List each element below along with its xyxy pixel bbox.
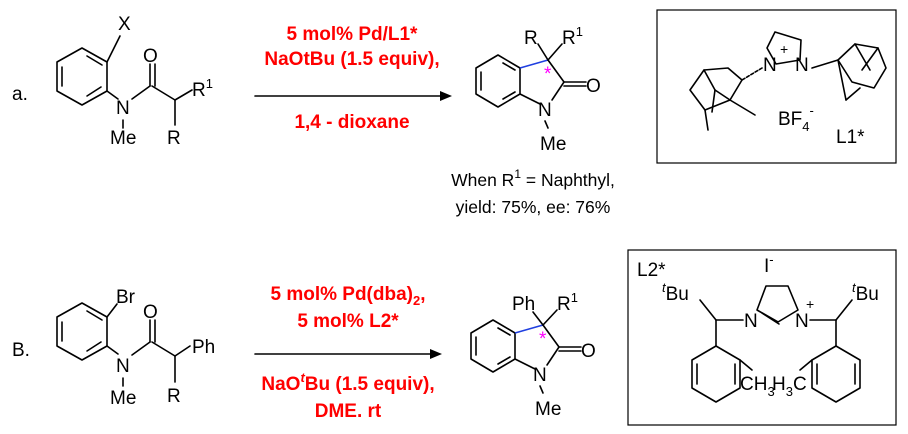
ligand-l1-anion: BF4- — [778, 103, 814, 134]
scheme-b-condition-4: DME. rt — [315, 401, 382, 422]
scheme-b-reactant: Br N Me O Ph R — [56, 287, 215, 409]
reactant-b-o: O — [143, 302, 158, 323]
scheme-a-condition-2: NaOtBu (1.5 equiv), — [264, 49, 439, 70]
scheme-a-arrow — [254, 91, 452, 101]
product-b-me: Me — [535, 399, 561, 420]
product-a-r: R — [524, 28, 538, 49]
reactant-a-me: Me — [110, 128, 136, 149]
scheme-a: a. X N Me O R1 R 5 mol% — [12, 9, 897, 217]
product-a-me: Me — [540, 134, 566, 155]
reactant-a-x: X — [118, 14, 131, 35]
product-a-stereocenter: * — [544, 64, 552, 85]
scheme-b-product: O N Me Ph R1 * — [470, 290, 596, 420]
scheme-a-note-1: When R1 = Naphthyl, — [451, 167, 615, 190]
ligand-l2-tbu-right: tBu — [852, 280, 879, 305]
scheme-b: B. Br N Me O Ph R 5 mol — [12, 249, 897, 426]
ligand-l1-n-right: N — [795, 55, 809, 76]
scheme-a-note-2: yield: 75%, ee: 76% — [456, 197, 611, 217]
reactant-b-r: R — [167, 386, 181, 407]
reactant-a-r1: R1 — [192, 76, 213, 101]
scheme-b-label: B. — [12, 340, 30, 361]
scheme-b-condition-3: NaOtBu (1.5 equiv), — [261, 370, 434, 395]
scheme-b-condition-1: 5 mol% Pd(dba)2, — [270, 284, 425, 308]
ligand-l2-ch3-right: H3C — [772, 374, 807, 399]
reactant-a-o: O — [143, 46, 158, 67]
scheme-a-condition-1: 5 mol% Pd/L1* — [287, 24, 419, 45]
reactant-b-br: Br — [116, 287, 136, 308]
ligand-l2-n-right: N — [795, 311, 809, 332]
product-a-r1: R1 — [562, 24, 583, 49]
reactant-b-ph: Ph — [192, 337, 215, 358]
scheme-a-reactant: X N Me O R1 R — [56, 14, 213, 149]
scheme-b-condition-2: 5 mol% L2* — [297, 311, 399, 332]
product-a-n: N — [538, 100, 552, 121]
scheme-a-label: a. — [12, 84, 28, 105]
ligand-l1-n-left: N — [763, 55, 777, 76]
ligand-l2-name: L2* — [637, 260, 666, 281]
reactant-a-n: N — [116, 98, 130, 119]
ligand-l1-plus: + — [780, 41, 788, 57]
reactant-b-n: N — [116, 356, 130, 377]
reactant-a-r: R — [167, 128, 181, 149]
product-b-stereocenter: * — [539, 329, 547, 350]
product-a-o: O — [586, 76, 601, 97]
ligand-l2-anion: I- — [764, 252, 774, 277]
reactant-b-me: Me — [110, 388, 136, 409]
ligand-l1-name: L1* — [836, 127, 865, 148]
scheme-a-condition-3: 1,4 - dioxane — [294, 112, 409, 133]
ligand-l2-ch3-left: CH3 — [740, 374, 775, 399]
ligand-l2-tbu-left: tBu — [662, 280, 689, 305]
ligand-l2-n-left: N — [744, 311, 758, 332]
scheme-b-arrow — [254, 349, 442, 359]
ligand-l1-box: N N + BF4- L1* — [656, 9, 897, 164]
ligand-l2-plus: + — [806, 296, 814, 312]
product-b-ph: Ph — [512, 294, 535, 315]
product-b-r1: R1 — [557, 290, 578, 315]
product-b-n: N — [533, 365, 547, 386]
product-b-o: O — [581, 341, 596, 362]
ligand-l2-box: L2* I- N N + tBu CH3 tBu — [627, 249, 897, 426]
scheme-a-product: O N Me R R1 * — [475, 24, 601, 155]
